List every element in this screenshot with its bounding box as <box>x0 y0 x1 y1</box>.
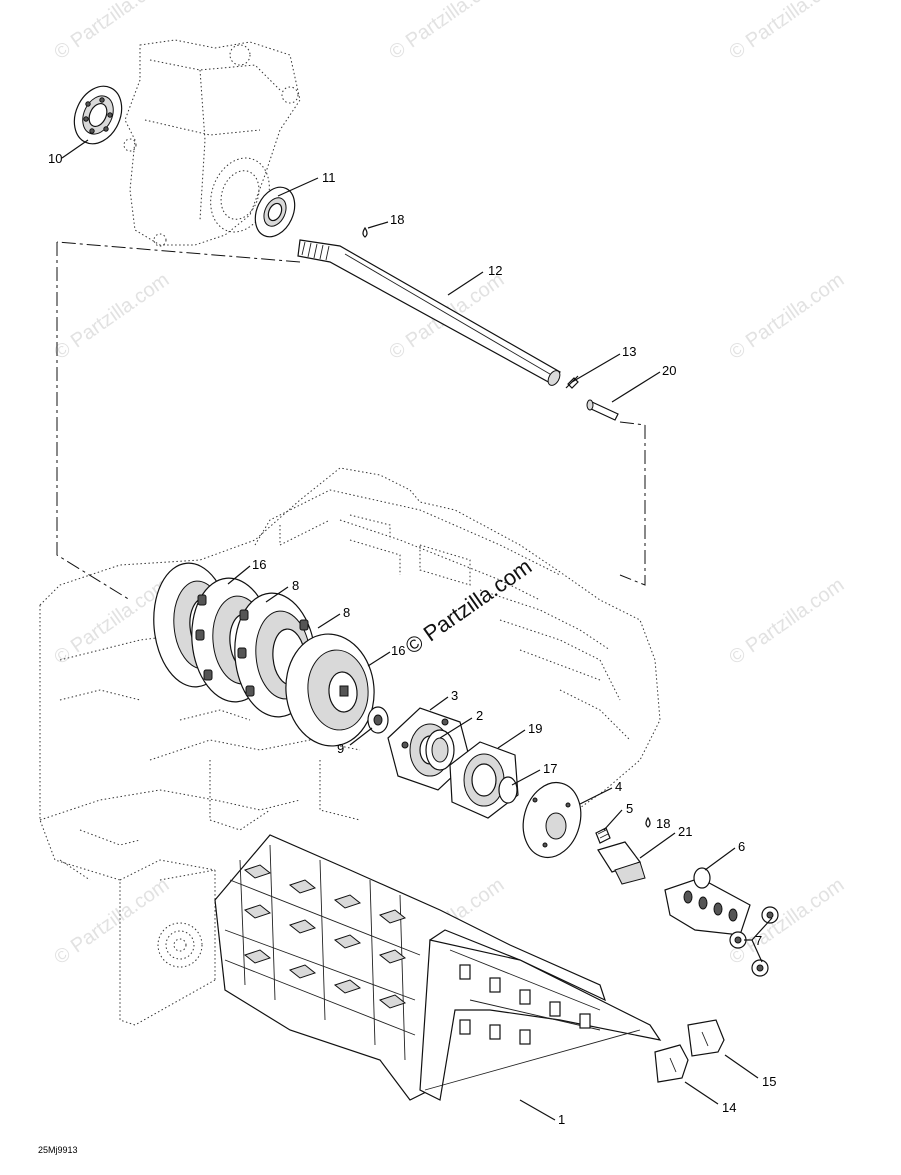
callout-9: 9 <box>337 741 344 756</box>
callout-16-right: 16 <box>391 643 405 658</box>
callout-10: 2 <box>476 708 483 723</box>
watermark-text: © Partzilla.com <box>50 874 173 969</box>
callout-15: 7 <box>755 933 762 948</box>
grease-drop-icon <box>645 816 651 828</box>
watermark-text: © Partzilla.com <box>50 0 173 64</box>
callout-7: 13 <box>622 344 636 359</box>
callout-8-second: 8 <box>343 605 350 620</box>
callout-19: 19 <box>528 721 542 736</box>
callout-21: 21 <box>678 824 692 839</box>
watermark-group: © Partzilla.com © Partzilla.com © Partzi… <box>50 0 848 969</box>
watermark-text: © Partzilla.com <box>725 0 848 64</box>
callout-16-left: 16 <box>252 557 266 572</box>
callout-18-upper: 18 <box>390 212 404 227</box>
bracket-part-14 <box>664 867 751 936</box>
washer-part-9 <box>367 706 389 734</box>
disc-part-12 <box>522 781 582 859</box>
sensor-part-21 <box>597 841 646 885</box>
callout-8-first: 8 <box>292 578 299 593</box>
callout-13: 5 <box>626 801 633 816</box>
figure-code: 25Mj9913 <box>38 1145 78 1155</box>
callout-3: 15 <box>762 1074 776 1089</box>
bearing-part-10 <box>425 729 455 771</box>
watermark-text: © Partzilla.com <box>725 269 848 364</box>
callout-4: 10 <box>48 151 62 166</box>
callout-labels: 10 11 18 12 13 20 16 8 8 16 9 3 2 19 17 … <box>48 151 776 1127</box>
track-lugs <box>243 864 591 1045</box>
leader-lines <box>61 139 773 1121</box>
bolt-part-20 <box>586 399 619 421</box>
callout-12: 4 <box>615 779 622 794</box>
callout-17: 17 <box>543 761 557 776</box>
clip-part-2 <box>654 1044 689 1083</box>
screw-part-13 <box>595 827 611 844</box>
callout-11: 3 <box>451 688 458 703</box>
seal-part-5 <box>254 186 296 238</box>
callout-1: 1 <box>558 1112 565 1127</box>
o-ring-part-17 <box>498 776 518 804</box>
callout-18-lower: 18 <box>656 816 670 831</box>
grease-drop-icon <box>362 226 368 238</box>
drive-axle-part-6 <box>297 239 561 386</box>
clip-part-3 <box>687 1019 725 1057</box>
track-part-1 <box>214 834 662 1101</box>
watermark-text: © Partzilla.com <box>50 269 173 364</box>
callout-2: 14 <box>722 1100 736 1115</box>
nut-part-15 <box>729 906 779 977</box>
assembly-outline <box>56 241 646 601</box>
callout-14: 6 <box>738 839 745 854</box>
drive-pulley-part-16-right <box>285 633 375 747</box>
bearing-part-4 <box>73 85 123 145</box>
watermark-text: © Partzilla.com <box>725 574 848 669</box>
watermark-text: © Partzilla.com <box>385 0 508 64</box>
watermark-center: © Partzilla.com <box>401 554 537 660</box>
callout-20: 20 <box>662 363 676 378</box>
callout-5: 11 <box>322 170 336 185</box>
callout-6: 12 <box>488 263 502 278</box>
